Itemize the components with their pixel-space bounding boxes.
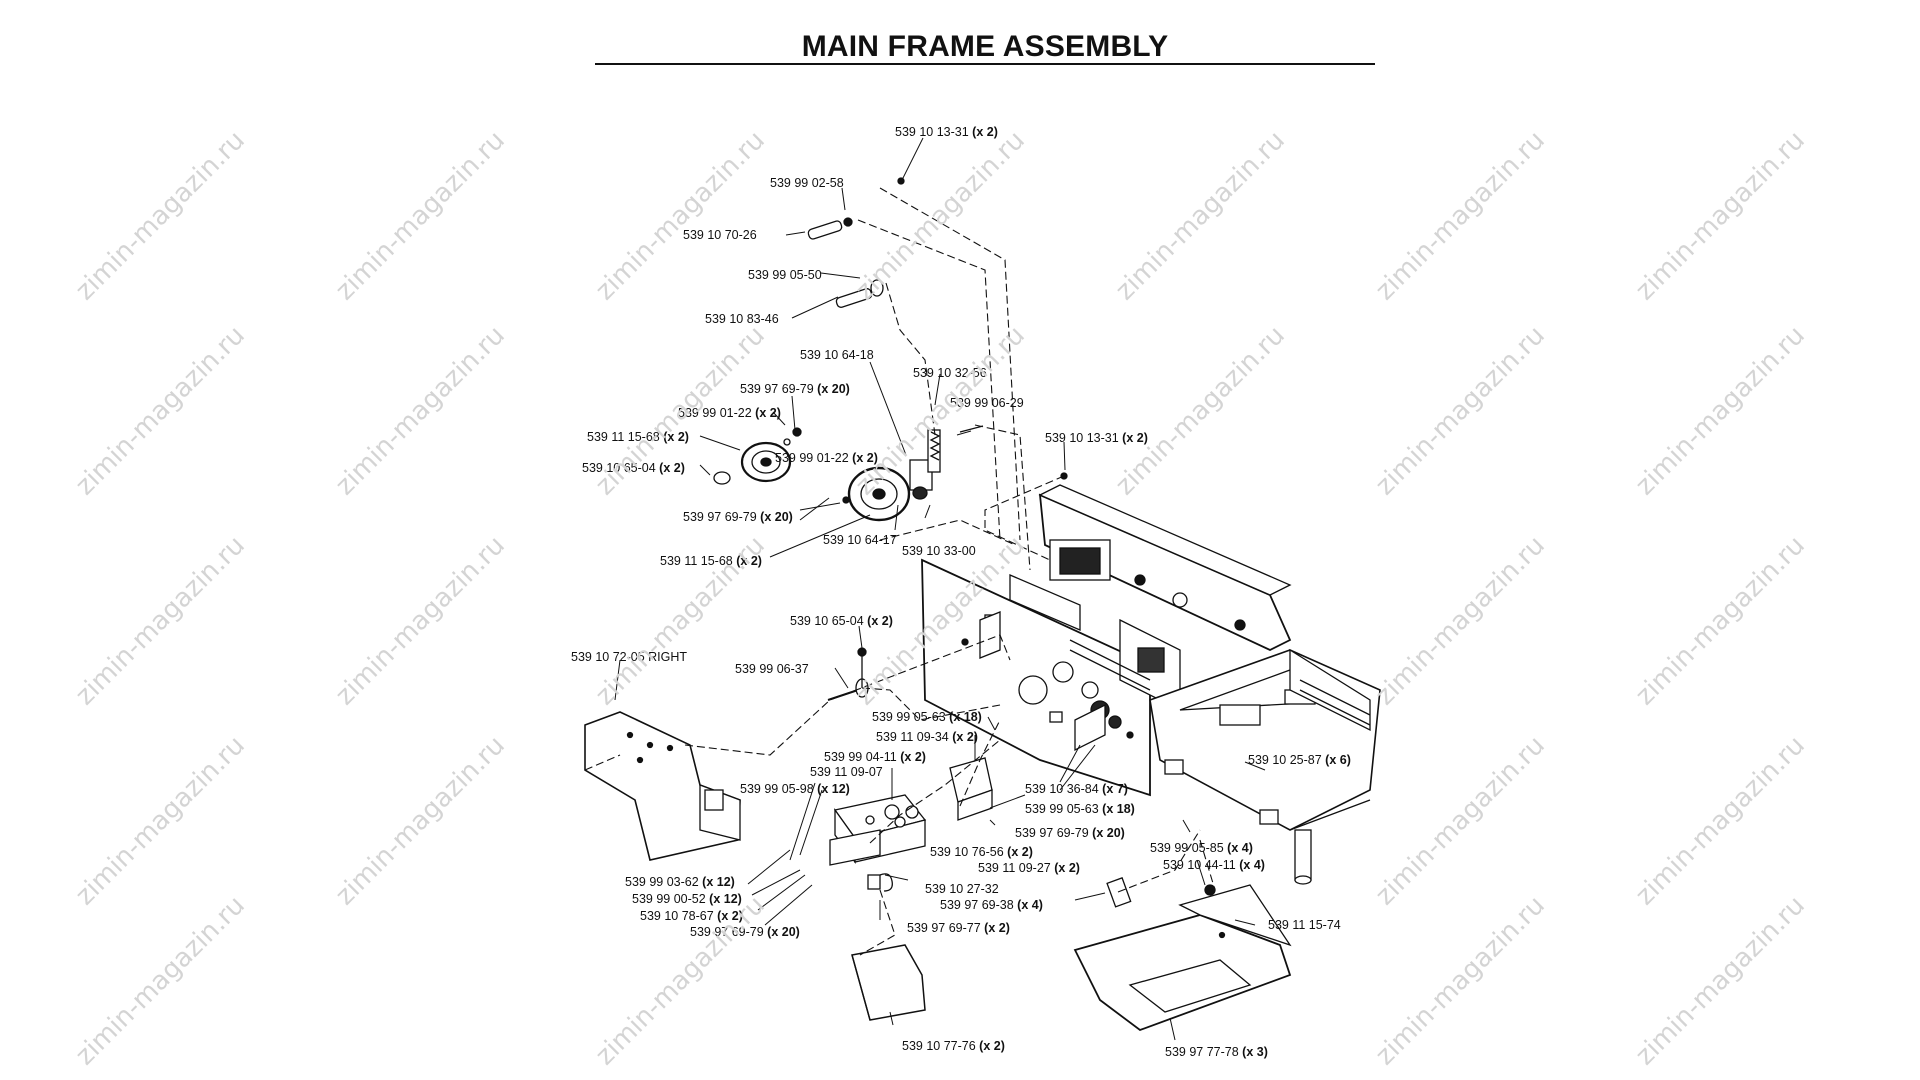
part-label: 539 10 27-32 [925,882,999,896]
control-plate [829,794,927,892]
upper-pins [783,177,1068,504]
part-label: 539 10 70-26 [683,228,757,242]
part-label: 539 10 83-46 [705,312,779,326]
pulley-right [847,429,941,522]
part-label: 539 99 00-52 (x 12) [632,892,742,906]
floor-plate [1073,884,1292,1032]
page-title: MAIN FRAME ASSEMBLY [801,30,1169,63]
part-label: 539 10 32-56 [913,366,987,380]
pulley-left [713,441,792,485]
right-mount-plate [584,711,741,861]
frame-brackets [979,611,1279,825]
part-label: 539 99 06-37 [735,662,809,676]
part-label: 539 10 33-00 [902,544,976,558]
part-label: 539 99 05-50 [748,268,822,282]
part-label: 539 10 13-31 (x 2) [895,125,998,139]
part-label: 539 99 05-63 (x 18) [872,710,982,724]
part-label: 539 11 09-34 (x 2) [876,730,978,744]
rear-frame [1009,484,1292,712]
part-label: 539 99 03-62 (x 12) [625,875,735,889]
part-label: 539 97 69-38 (x 4) [940,898,1043,912]
middle-pins [827,647,869,701]
part-label: 539 10 44-11 (x 4) [1163,858,1265,872]
part-label: 539 10 65-04 (x 2) [790,614,893,628]
part-label: 539 10 25-87 (x 6) [1248,753,1351,767]
part-label: 539 97 69-79 (x 20) [690,925,800,939]
part-label: 539 99 04-11 (x 2) [824,750,926,764]
part-label: 539 99 05-98 (x 12) [740,782,850,796]
part-label: 539 97 69-79 (x 20) [1015,826,1125,840]
part-label: 539 11 15-68 (x 2) [660,554,762,568]
part-label: 539 99 06-29 [950,396,1024,410]
part-label: 539 10 78-67 (x 2) [640,909,743,923]
part-label: 539 10 13-31 (x 2) [1045,431,1148,445]
label-leaders [614,137,1266,1041]
part-label: 539 11 15-68 (x 2) [587,430,689,444]
part-label: 539 97 69-77 (x 2) [907,921,1010,935]
part-label: 539 99 01-22 (x 2) [775,451,878,465]
part-label: 539 10 64-18 [800,348,874,362]
part-label: 539 97 77-78 (x 3) [1165,1045,1268,1059]
title-underline [595,63,1375,65]
part-label: 539 97 69-79 (x 20) [683,510,793,524]
part-label: 539 10 76-56 (x 2) [930,845,1033,859]
part-label: 539 11 09-27 (x 2) [978,861,1080,875]
part-label: 539 10 36-84 (x 7) [1025,782,1128,796]
part-label: 539 99 01-22 (x 2) [678,406,781,420]
part-label: 539 11 09-07 [810,765,883,779]
part-label: 539 99 05-85 (x 4) [1150,841,1253,855]
part-label: 539 10 65-04 (x 2) [582,461,685,475]
part-label: 539 97 69-79 (x 20) [740,382,850,396]
part-label: 539 10 64-17 [823,533,897,547]
part-label: 539 11 15-74 [1268,918,1341,932]
part-label: 539 10 77-76 (x 2) [902,1039,1005,1053]
right-frame-rail [1149,648,1381,885]
part-label: 539 99 02-58 [770,176,844,190]
part-label: 539 99 05-63 (x 18) [1025,802,1135,816]
bottom-shield-left [851,944,926,1021]
leader-lines [584,187,1216,956]
part-label: 539 10 72-05 RIGHT [571,650,688,664]
